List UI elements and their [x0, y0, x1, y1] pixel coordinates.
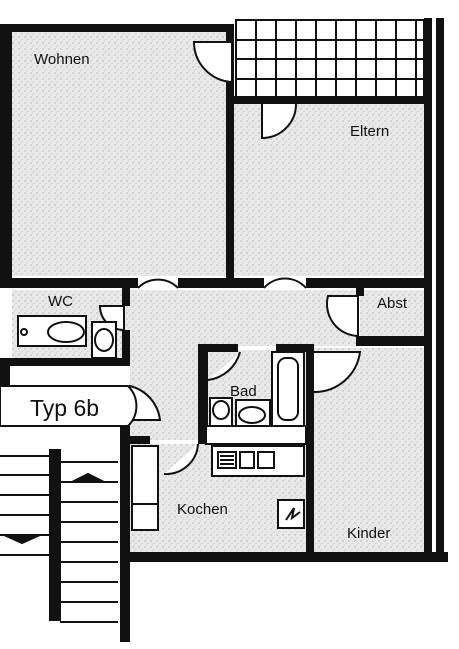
label-bad: Bad — [230, 383, 257, 400]
floor-eltern — [232, 104, 425, 276]
floor-hall — [100, 290, 358, 346]
fixtures — [17, 315, 307, 531]
balcony-tiles — [235, 19, 425, 99]
stairwell — [0, 449, 118, 623]
label-kochen: Kochen — [177, 501, 228, 518]
doors — [98, 41, 362, 476]
floor-wohnen — [12, 32, 226, 276]
label-abst: Abst — [377, 295, 408, 312]
bad-counter — [205, 425, 307, 445]
label-kinder: Kinder — [347, 525, 390, 542]
label-wohnen: Wohnen — [34, 51, 90, 68]
floor-abst — [360, 290, 426, 344]
label-wc: WC — [48, 293, 73, 310]
walls — [0, 18, 448, 642]
unit-type-block — [0, 385, 138, 427]
label-eltern: Eltern — [350, 123, 389, 140]
label-unit-type: Typ 6b — [30, 395, 99, 421]
